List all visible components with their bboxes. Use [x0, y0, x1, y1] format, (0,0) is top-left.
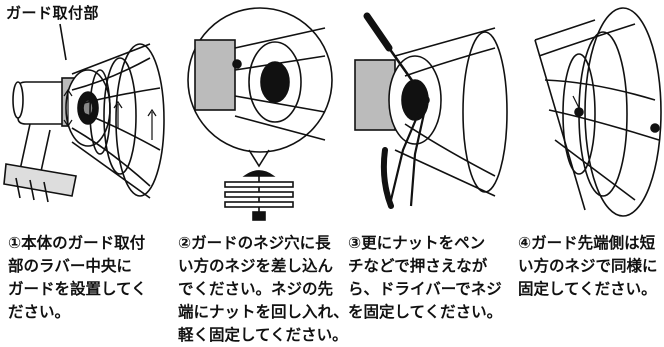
step2-line: でください。ネジの先	[178, 280, 334, 298]
step1-illustration	[3, 23, 165, 203]
step2-line: い方のネジを差し込ん	[178, 257, 334, 275]
step4-illustration	[534, 7, 662, 217]
step2-illustration	[187, 7, 333, 221]
step2-text: ②ガードのネジ穴に長 い方のネジを差し込ん でください。ネジの先 端にナットを回…	[178, 232, 349, 347]
step2-line: ②ガードのネジ穴に長	[178, 234, 331, 252]
step1-line: 部のラバー中央に	[8, 257, 132, 275]
step1-line: ①本体のガード取付	[8, 234, 146, 252]
step4-text: ④ガード先端側は短 い方のネジで同様に 固定してください。	[518, 232, 658, 301]
step4-line: 固定してください。	[518, 280, 657, 298]
step1-line: ださい。	[8, 303, 71, 321]
step3-line: ③更にナットをペン	[348, 234, 486, 252]
step1-text: ①本体のガード取付 部のラバー中央に ガードを設置してく ださい。	[8, 232, 147, 324]
guard-mount-callout-label: ガード取付部	[6, 4, 100, 22]
step3-text: ③更にナットをペン チなどで押さえなが ら、ドライバーでネジ を固定してください…	[348, 232, 502, 324]
step3-line: を固定してください。	[348, 303, 503, 321]
step3-illustration	[354, 12, 508, 209]
step2-line: 端にナットを回し入れ、	[178, 303, 349, 321]
step3-line: チなどで押さえなが	[348, 257, 488, 275]
step4-line: ④ガード先端側は短	[518, 234, 656, 252]
step2-line: 軽く固定してください。	[178, 326, 348, 344]
step1-line: ガードを設置してく	[8, 280, 147, 298]
step4-line: い方のネジで同様に	[518, 257, 658, 275]
step3-line: ら、ドライバーでネジ	[348, 280, 502, 298]
